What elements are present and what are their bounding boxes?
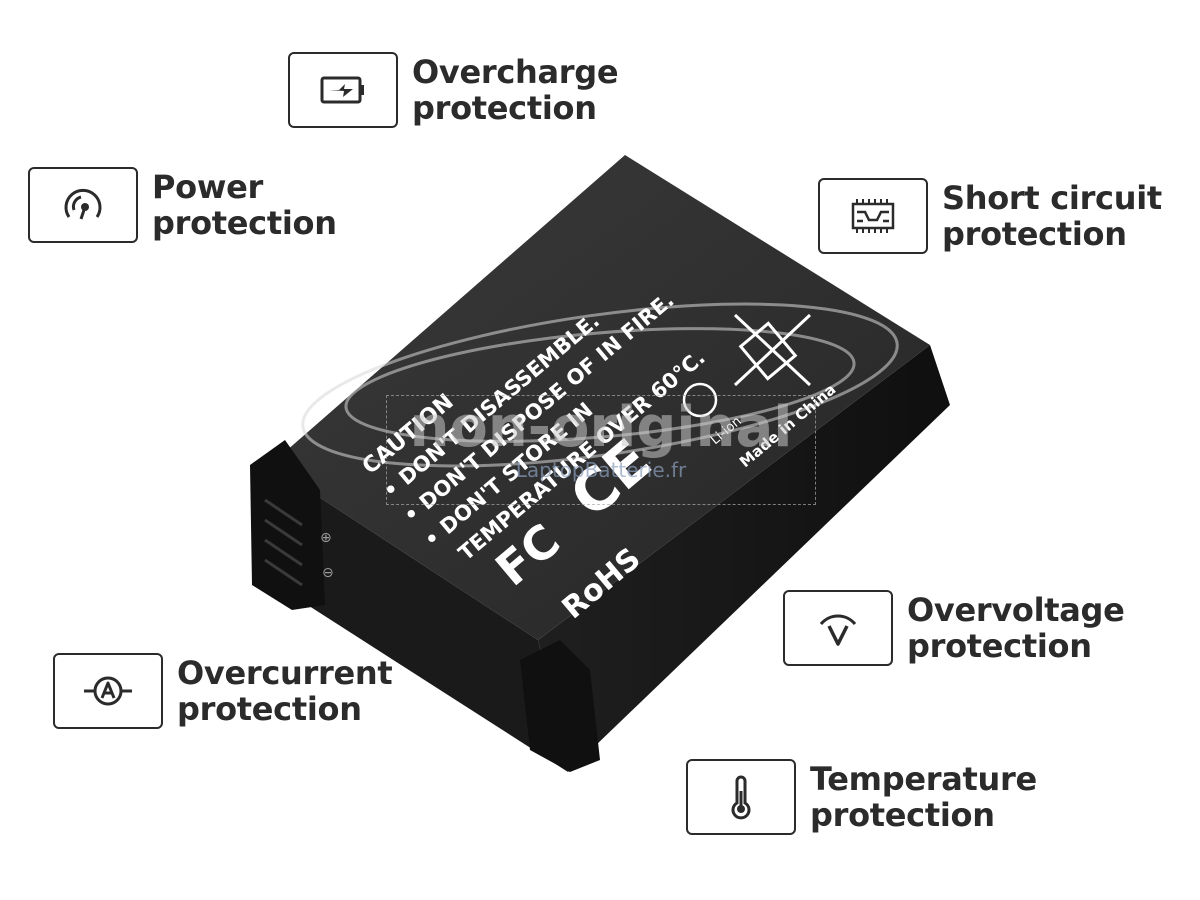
gauge-icon — [28, 167, 138, 243]
feature-label: Overvoltage protection — [907, 592, 1125, 664]
feature-overcharge: Overcharge protection — [288, 52, 619, 128]
battery-side-face — [538, 345, 950, 772]
feature-subtitle: protection — [177, 690, 362, 728]
battery-illustration: ⊕ ⊖ CAUTION • DON'T DISASSEMBLE. • DON'T… — [250, 155, 950, 772]
terminal-minus-icon: ⊖ — [322, 565, 334, 581]
feature-label: Short circuit protection — [942, 180, 1162, 252]
feature-label: Temperature protection — [810, 761, 1037, 833]
ammeter-icon — [53, 653, 163, 729]
feature-subtitle: protection — [152, 204, 337, 242]
battery-top-face — [270, 155, 930, 640]
feature-subtitle: protection — [412, 89, 597, 127]
thermometer-icon — [686, 759, 796, 835]
feature-subtitle: protection — [810, 796, 995, 834]
feature-overvoltage: Overvoltage protection — [783, 590, 1125, 666]
battery-end-cap-left — [250, 440, 325, 610]
circuit-board-icon — [818, 178, 928, 254]
battery-charge-icon — [288, 52, 398, 128]
feature-title: Temperature — [810, 760, 1037, 798]
battery-end-cap-right — [520, 640, 600, 772]
feature-title: Overcharge — [412, 53, 619, 91]
feature-title: Overvoltage — [907, 591, 1125, 629]
feature-temperature: Temperature protection — [686, 759, 1037, 835]
battery-end-face — [270, 465, 568, 772]
feature-short-circuit: Short circuit protection — [818, 178, 1162, 254]
weee-bin-icon — [733, 313, 812, 387]
battery-terminal-ribs — [264, 498, 303, 587]
terminal-plus-icon: ⊕ — [320, 530, 332, 546]
feature-title: Power — [152, 168, 263, 206]
feature-subtitle: protection — [942, 215, 1127, 253]
swirl-effect — [301, 302, 899, 468]
feature-subtitle: protection — [907, 627, 1092, 665]
feature-label: Overcurrent protection — [177, 654, 393, 728]
feature-label: Power protection — [152, 169, 337, 241]
feature-title: Overcurrent — [177, 654, 393, 692]
voltage-icon — [783, 590, 893, 666]
feature-label: Overcharge protection — [412, 53, 619, 127]
feature-overcurrent: Overcurrent protection — [53, 653, 393, 729]
recycle-icon — [682, 382, 718, 418]
feature-title: Short circuit — [942, 179, 1162, 217]
feature-power: Power protection — [28, 167, 337, 243]
